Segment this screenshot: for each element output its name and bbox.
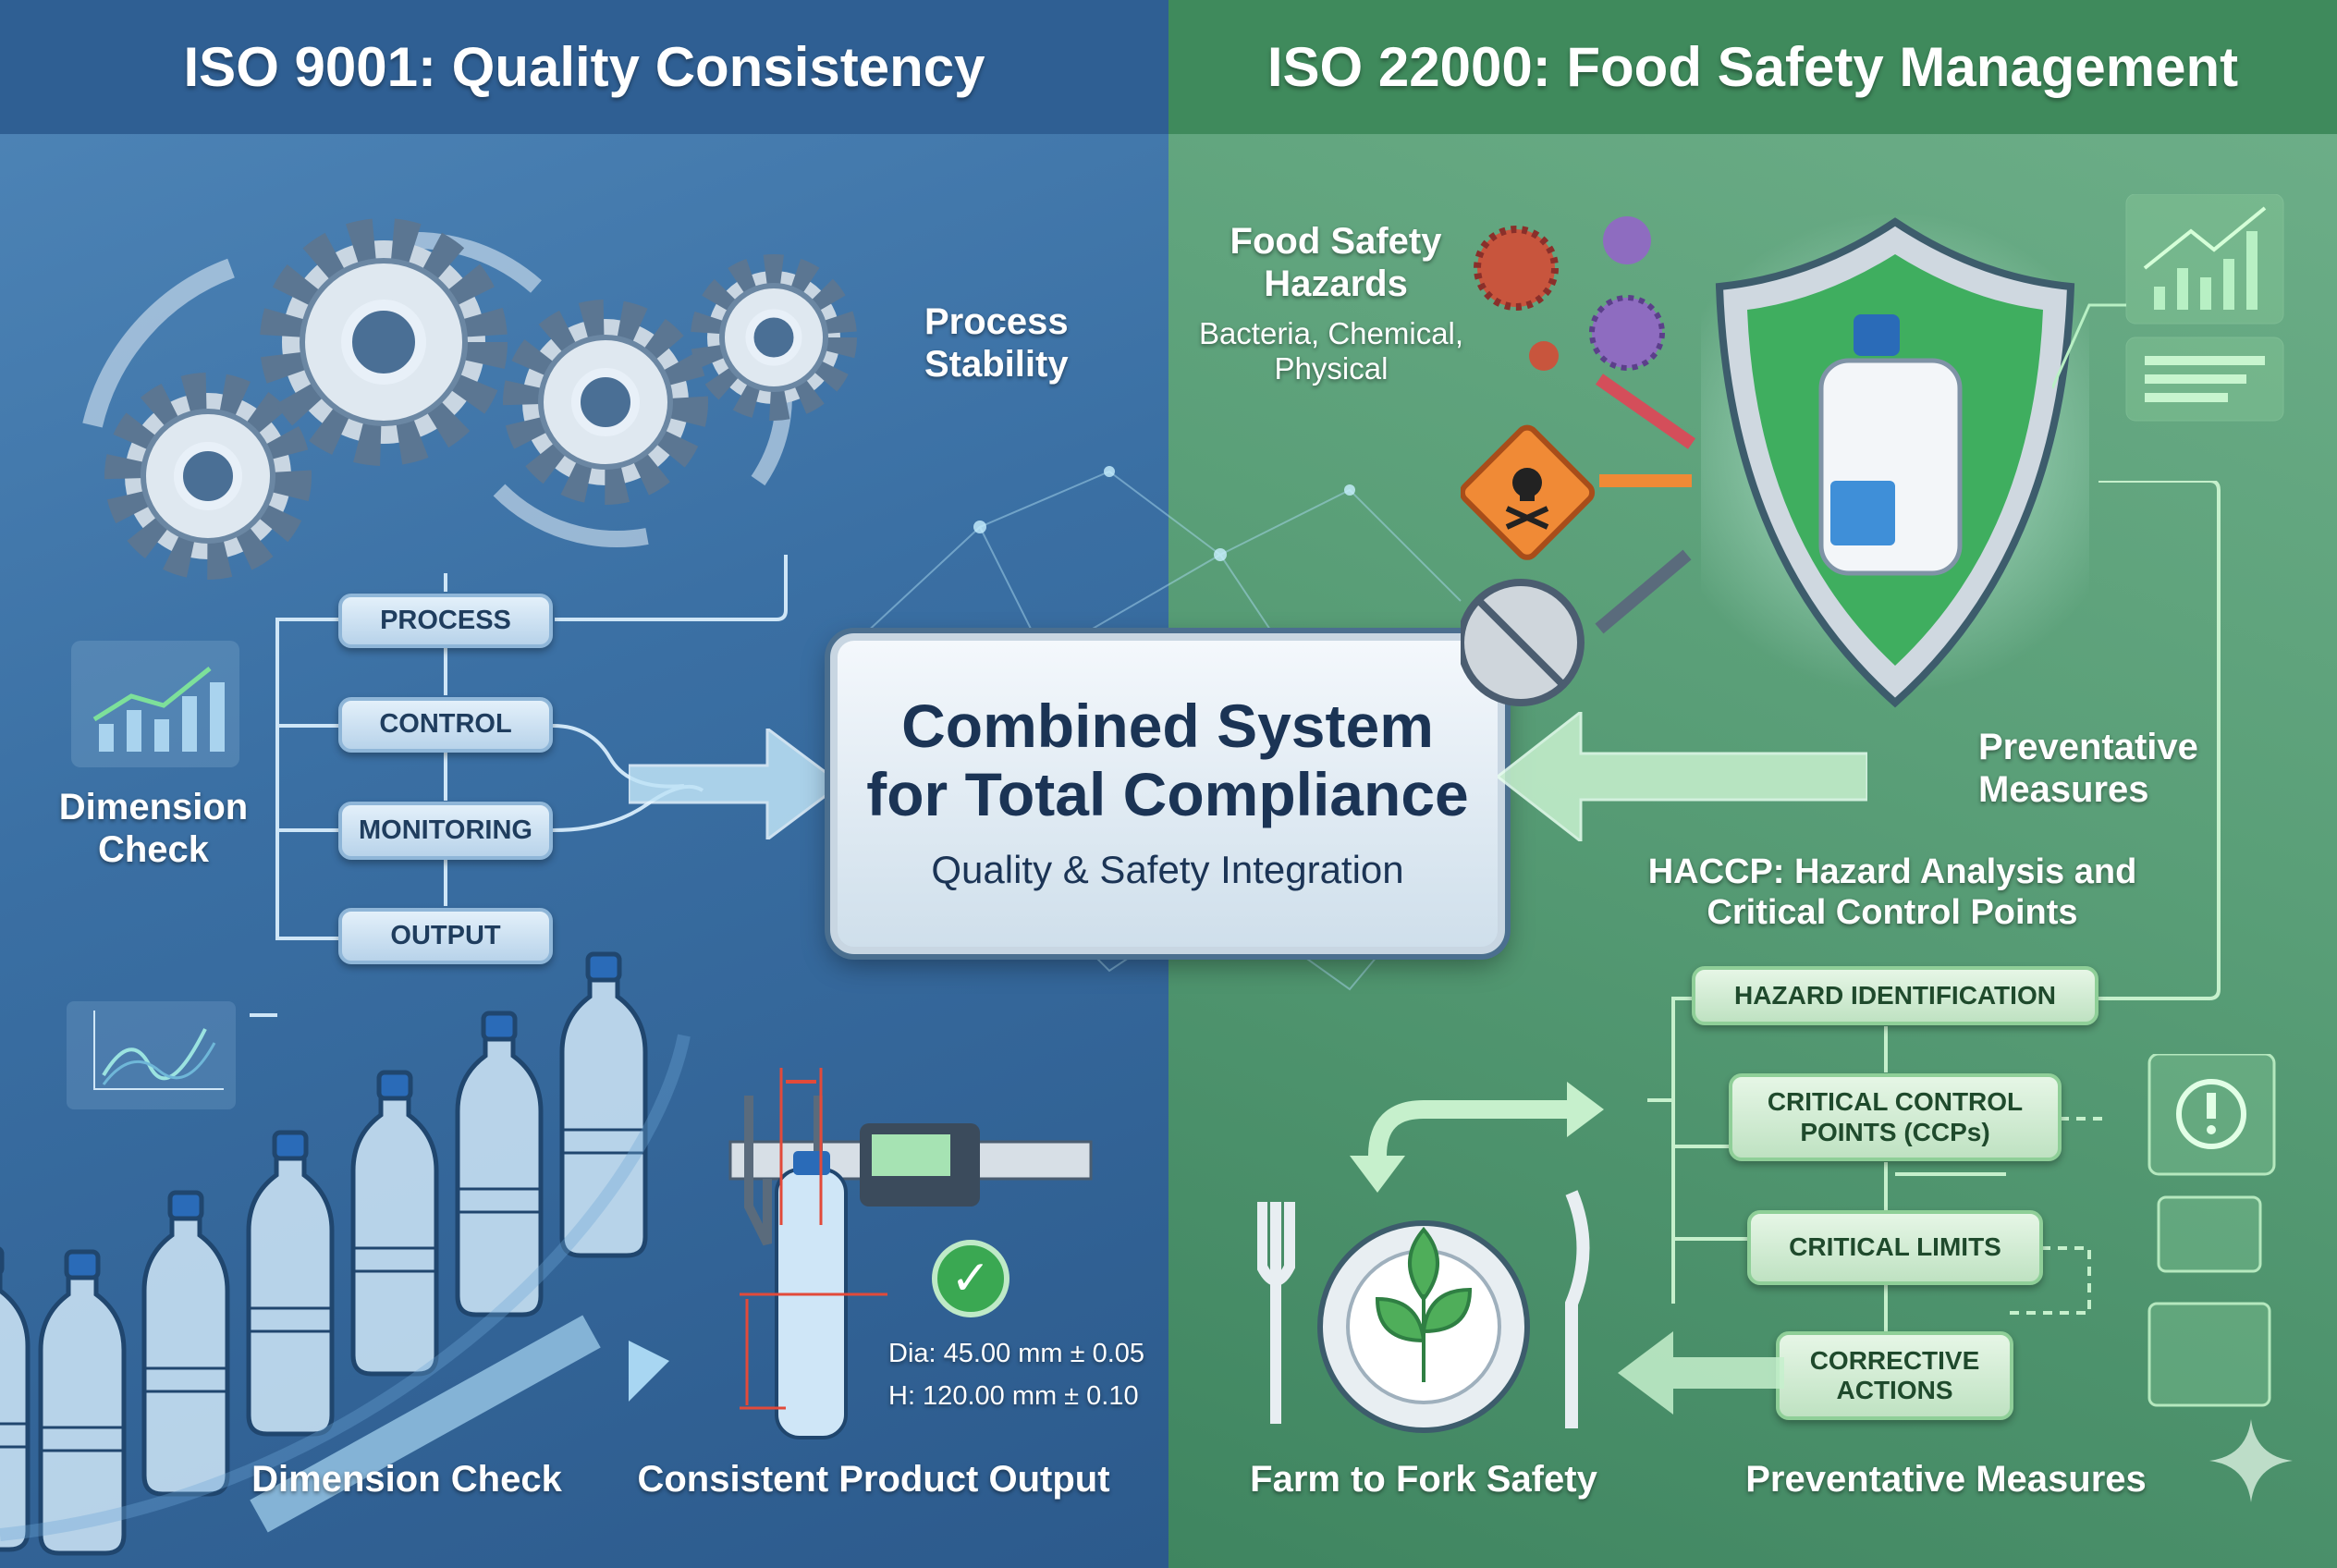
- gear-icon: [104, 373, 312, 580]
- sparkle-icon: [2209, 1419, 2293, 1502]
- consistent-product-output-label: Consistent Product Output: [637, 1459, 1110, 1500]
- flow-step-output: OUTPUT: [338, 908, 553, 964]
- flow-step-control: CONTROL: [338, 697, 553, 753]
- combined-system-box: Combined System for Total Compliance Qua…: [830, 633, 1505, 954]
- shield-icon: [1701, 213, 2089, 708]
- bottle-icon: [559, 951, 648, 1258]
- gears-illustration: [82, 218, 857, 580]
- flow-step-monitoring: MONITORING: [338, 802, 553, 860]
- bar-chart-icon: [71, 641, 239, 767]
- caliper-measurement-icon: [728, 1068, 1093, 1439]
- haccp-step-ccps: CRITICAL CONTROL POINTS (CCPs): [1729, 1073, 2062, 1161]
- haccp-step-critical-limits: CRITICAL LIMITS: [1747, 1210, 2043, 1285]
- bottle-icon: [455, 1011, 544, 1317]
- center-title-line1: Combined System: [901, 692, 1434, 760]
- flow-step-process: PROCESS: [338, 594, 553, 648]
- farm-to-fork-icon: [1257, 1082, 1604, 1433]
- bottle-icon: [350, 1070, 439, 1377]
- center-subtitle: Quality & Safety Integration: [931, 847, 1404, 891]
- iso22000-title: ISO 22000: Food Safety Management: [1168, 0, 2337, 134]
- arrow-to-center-right: [1495, 708, 1869, 845]
- toxic-warning-icon: [1461, 424, 1596, 560]
- no-physical-hazard-icon: [1461, 579, 1585, 706]
- bottle-icon: [246, 1130, 335, 1437]
- height-measurement: H: 120.00 mm ± 0.10: [888, 1381, 1139, 1411]
- milk-jug-icon: [1818, 314, 1963, 576]
- haccp-step-corrective-actions: CORRECTIVE ACTIONS: [1776, 1331, 2013, 1420]
- preventative-measures-label: Preventative Measures: [1745, 1459, 2147, 1500]
- bottle-icon: [141, 1190, 230, 1497]
- alert-icon: [2176, 1079, 2246, 1149]
- haccp-connectors: [1647, 481, 2221, 1331]
- dashboard-icons: [2052, 194, 2284, 422]
- bacteria-icon: [1474, 216, 1665, 371]
- diameter-measurement: Dia: 45.00 mm ± 0.05: [888, 1339, 1145, 1368]
- checklist-icons: [2147, 1054, 2276, 1407]
- dimension-check-label: Dimension Check: [251, 1459, 562, 1500]
- line-chart-icon: [67, 1001, 236, 1109]
- arrow-to-center-left: [627, 726, 844, 842]
- haccp-step-hazard-identification: HAZARD IDENTIFICATION: [1692, 966, 2098, 1025]
- hazard-icons: [1461, 216, 1696, 706]
- bottle-icon: [38, 1249, 127, 1556]
- preventative-measures-side-label: Preventative Measures: [1978, 727, 2198, 810]
- food-safety-hazards-subtitle: Bacteria, Chemical, Physical: [1198, 316, 1464, 386]
- bottles-illustration: [0, 951, 691, 1556]
- center-title-line2: for Total Compliance: [866, 759, 1469, 828]
- iso9001-title: ISO 9001: Quality Consistency: [0, 0, 1168, 134]
- check-icon: ✓: [932, 1240, 1009, 1317]
- farm-to-fork-label: Farm to Fork Safety: [1250, 1459, 1597, 1500]
- arrow-left-icon: [1618, 1331, 1784, 1415]
- food-safety-hazards-title: Food Safety Hazards: [1230, 221, 1442, 304]
- process-stability-label: Process Stability: [924, 301, 1069, 385]
- dimension-check-side-label: Dimension Check: [58, 787, 249, 870]
- haccp-label: HACCP: Hazard Analysis and Critical Cont…: [1647, 852, 2137, 932]
- bottle-icon: [0, 1246, 31, 1552]
